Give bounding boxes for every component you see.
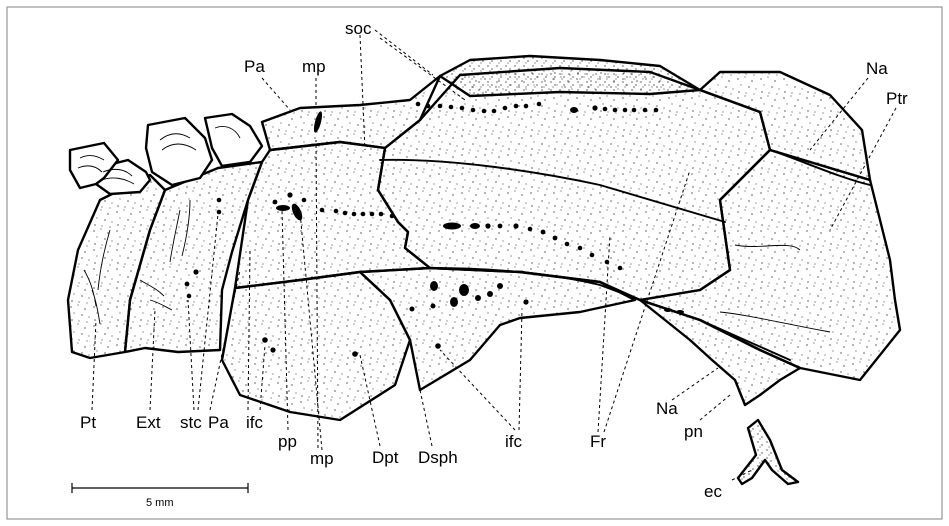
scale-bar-label: 5 mm [146, 497, 174, 509]
label-pa-top: Pa [244, 57, 265, 76]
frontal-bone [378, 68, 770, 300]
label-pp: pp [278, 432, 297, 451]
label-na-top: Na [866, 59, 888, 78]
label-ifc-left: ifc [246, 413, 264, 432]
label-na-bottom: Na [656, 399, 678, 418]
label-pn: pn [684, 422, 703, 441]
label-ptr: Ptr [886, 89, 908, 108]
label-dpt: Dpt [372, 448, 399, 467]
label-soc: soc [345, 19, 372, 38]
label-fr: Fr [590, 432, 606, 451]
label-mp-bottom: mp [310, 449, 334, 468]
label-pa-bottom: Pa [208, 413, 229, 432]
label-ext: Ext [136, 413, 161, 432]
label-mp-top: mp [302, 57, 326, 76]
label-dsph: Dsph [418, 448, 458, 467]
label-pt: Pt [80, 413, 96, 432]
label-ec: ec [704, 482, 722, 501]
label-stc: stc [180, 413, 202, 432]
label-ifc-right: ifc [505, 432, 523, 451]
